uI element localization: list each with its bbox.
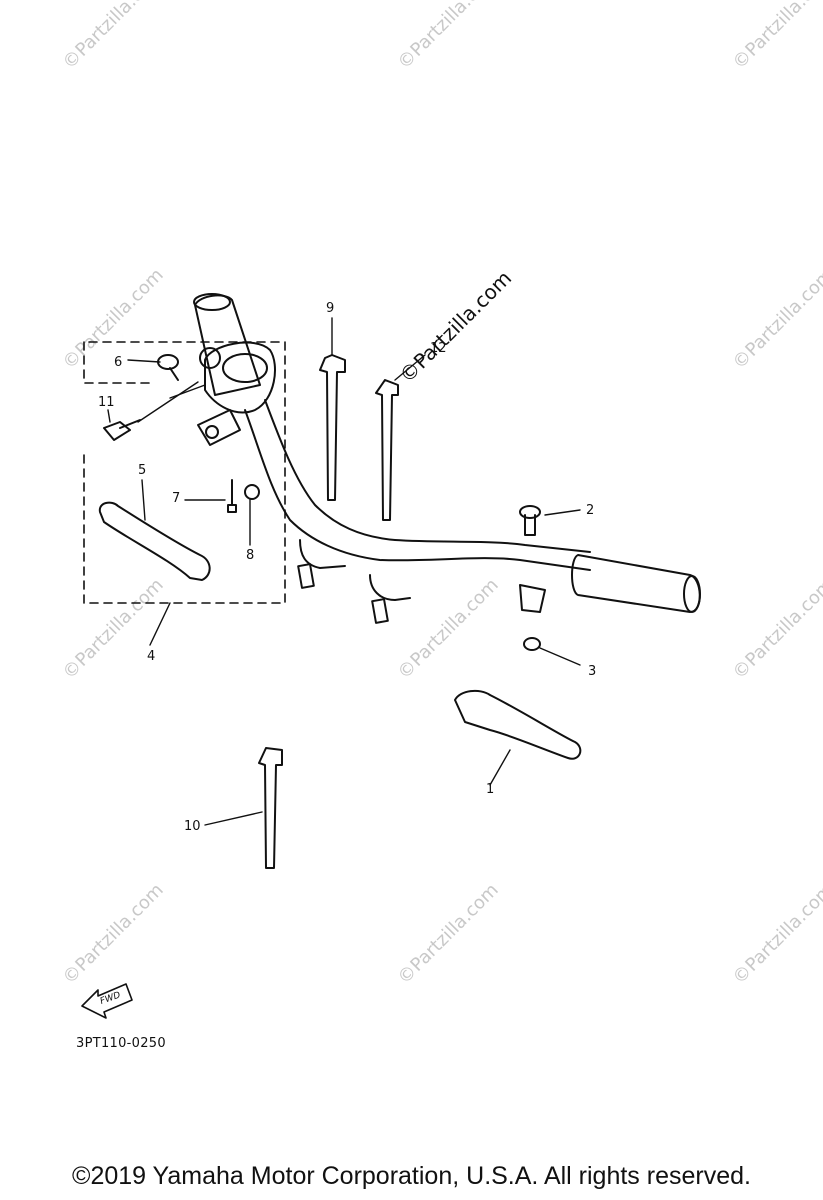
right-lever: [454, 689, 582, 760]
watermark: ©Partzilla.com: [59, 575, 168, 684]
callout-4: 4: [147, 649, 155, 664]
diagram-code: 3PT110-0250: [76, 1036, 166, 1051]
cable-tie-10: [258, 747, 283, 869]
watermark: ©Partzilla.com: [729, 0, 823, 74]
bolt-7: [227, 479, 237, 513]
callout-11: 11: [98, 395, 115, 410]
bolt-11: [103, 419, 141, 441]
callout-12: 12: [430, 341, 447, 356]
callout-1: 1: [486, 782, 494, 797]
callout-10: 10: [184, 819, 201, 834]
callout-6: 6: [114, 355, 122, 370]
left-grip-assembly: [193, 293, 276, 446]
bolt-2: [519, 505, 541, 536]
fwd-label: FWD: [99, 990, 122, 1007]
cable-tie-12: [375, 379, 399, 521]
screw-6: [157, 354, 179, 381]
callout-8: 8: [246, 548, 254, 563]
watermark: ©Partzilla.com: [394, 575, 503, 684]
nut-3: [523, 637, 541, 651]
left-lever: [98, 501, 211, 581]
watermark: ©Partzilla.com: [59, 0, 168, 74]
watermark: ©Partzilla.com: [395, 266, 517, 388]
lever-assembly-box: [83, 341, 286, 604]
cable-tie-9: [319, 354, 346, 501]
callout-5: 5: [138, 463, 146, 478]
watermark: ©Partzilla.com: [729, 880, 823, 989]
watermark: ©Partzilla.com: [59, 880, 168, 989]
callout-2: 2: [586, 503, 594, 518]
watermark: ©Partzilla.com: [729, 575, 823, 684]
callout-7: 7: [172, 491, 180, 506]
fwd-arrow-icon: [81, 983, 133, 1019]
callout-3: 3: [588, 664, 596, 679]
watermark: ©Partzilla.com: [394, 0, 503, 74]
watermark: ©Partzilla.com: [729, 265, 823, 374]
copyright-notice: ©2019 Yamaha Motor Corporation, U.S.A. A…: [72, 1162, 751, 1190]
handlebar: [244, 399, 701, 624]
nut-8: [244, 484, 260, 500]
callout-9: 9: [326, 301, 334, 316]
leader-lines: [107, 317, 581, 826]
callout-labels: 1 2 3 4 5 6 7 8 9 10 11 12: [98, 301, 596, 834]
watermark: ©Partzilla.com: [394, 880, 503, 989]
